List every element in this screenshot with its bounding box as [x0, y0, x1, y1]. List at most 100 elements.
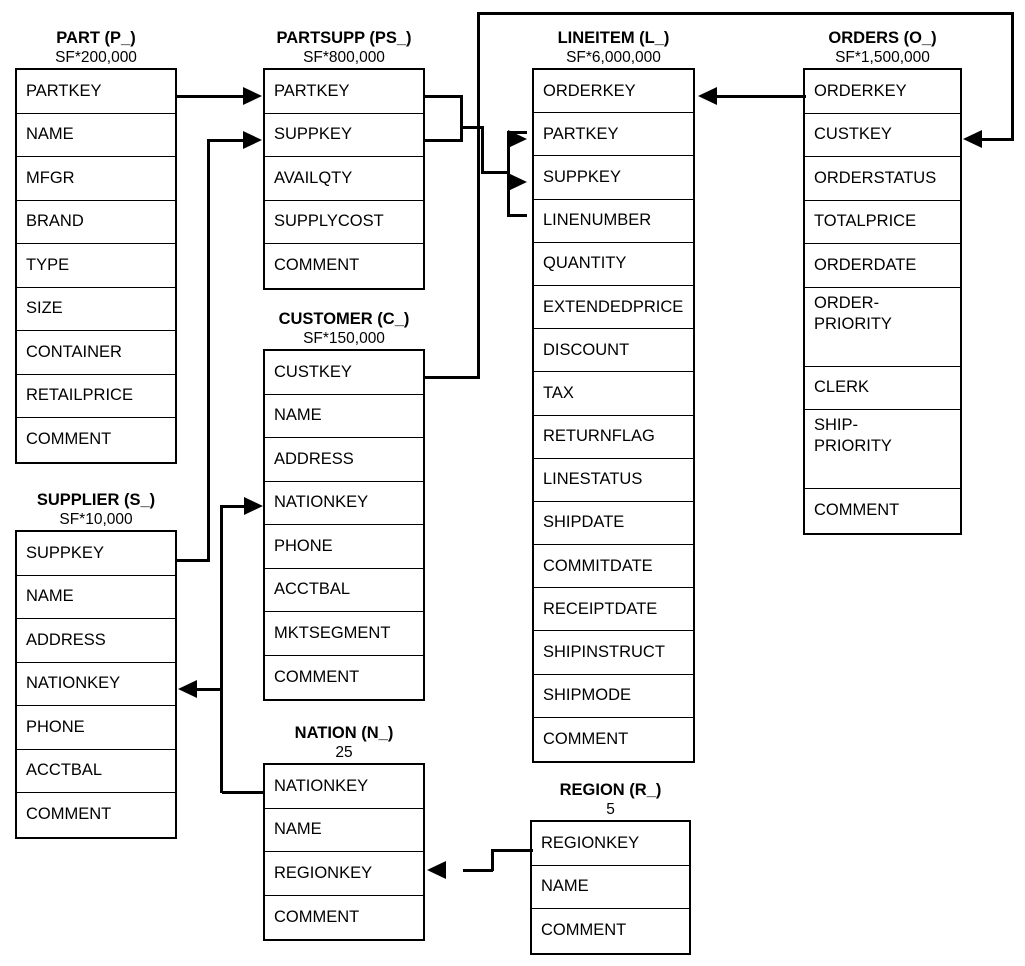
rel-nation-seg2: [220, 505, 223, 793]
rel-orders-lineitem-line: [716, 95, 806, 98]
field-customer-address: ADDRESS: [265, 438, 423, 482]
field-customer-mktsegment: MKTSEGMENT: [265, 612, 423, 656]
field-supplier-acctbal: ACCTBAL: [17, 749, 175, 793]
entity-orders-title: ORDERS (O_): [828, 29, 937, 47]
field-customer-comment: COMMENT: [265, 655, 423, 699]
field-supplier-nationkey: NATIONKEY: [17, 662, 175, 706]
rel-orders-lineitem-arrow: [698, 87, 717, 105]
field-supplier-name: NAME: [17, 575, 175, 619]
field-lineitem-commitdate: COMMITDATE: [534, 545, 693, 589]
field-supplier-suppkey: SUPPKEY: [17, 532, 175, 576]
field-part-size: SIZE: [17, 287, 175, 331]
rel-customer-orders-seg2: [477, 12, 480, 378]
rel-ps-li-suppkey-seg2: [460, 128, 463, 141]
rel-ps-li-partkey-seg4: [481, 126, 484, 174]
field-text-line1: SHIP-: [814, 416, 859, 434]
entity-nation-cardinality: 25: [335, 744, 353, 761]
rel-customer-orders-seg4: [1011, 12, 1014, 140]
field-orders-custkey: CUSTKEY: [805, 113, 960, 157]
field-part-retailprice: RETAILPRICE: [17, 374, 175, 418]
field-customer-name: NAME: [265, 394, 423, 438]
rel-nation-supplier-arrow: [178, 680, 197, 698]
rel-customer-orders-arrow: [963, 130, 982, 148]
field-partsupp-supplycost: SUPPLYCOST: [265, 200, 423, 244]
field-partsupp-suppkey: SUPPKEY: [265, 113, 423, 157]
rel-ps-li-suppkey-arrow: [508, 173, 527, 191]
field-part-comment: COMMENT: [17, 418, 175, 462]
field-lineitem-comment: COMMENT: [534, 717, 693, 761]
field-lineitem-shipmode: SHIPMODE: [534, 674, 693, 718]
entity-partsupp-title: PARTSUPP (PS_): [276, 29, 412, 47]
rel-ps-li-suppkey-seg3: [507, 214, 527, 217]
field-orders-orderkey: ORDERKEY: [805, 70, 960, 114]
entity-lineitem-title: LINEITEM (L_): [557, 29, 670, 47]
field-customer-nationkey: NATIONKEY: [265, 481, 423, 525]
rel-region-nation-seg1: [491, 849, 533, 852]
field-part-name: NAME: [17, 113, 175, 157]
entity-nation-title: NATION (N_): [294, 724, 394, 742]
rel-nation-supplier-seg: [196, 688, 222, 691]
rel-supplier-partsupp-seg1: [177, 559, 210, 562]
field-customer-acctbal: ACCTBAL: [265, 568, 423, 612]
field-lineitem-linestatus: LINESTATUS: [534, 458, 693, 502]
rel-ps-li-partkey-arrow: [508, 130, 527, 148]
field-orders-ship: SHIP- PRIORITY: [805, 410, 960, 489]
rel-supplier-partsupp-seg2: [207, 139, 210, 562]
field-orders-orderdate: ORDERDATE: [805, 244, 960, 288]
rel-part-partsupp-line: [177, 95, 243, 98]
entity-region-cardinality: 5: [606, 801, 615, 818]
field-lineitem-shipinstruct: SHIPINSTRUCT: [534, 631, 693, 675]
field-lineitem-shipdate: SHIPDATE: [534, 501, 693, 546]
rel-nation-customer-seg: [220, 505, 246, 508]
field-region-name: NAME: [532, 865, 689, 909]
field-text-line2: PRIORITY: [814, 437, 892, 455]
entity-partsupp-cardinality: SF*800,000: [303, 49, 385, 66]
rel-nation-customer-arrow: [244, 497, 263, 515]
field-orders-orderstatus: ORDERSTATUS: [805, 157, 960, 201]
rel-ps-li-partkey-seg1: [425, 95, 463, 98]
field-orders-order: ORDER-PRIORITY: [805, 287, 960, 367]
field-lineitem-orderkey: ORDERKEY: [534, 70, 693, 114]
field-partsupp-comment: COMMENT: [265, 244, 423, 288]
rel-supplier-partsupp-arrow: [243, 131, 262, 149]
field-part-container: CONTAINER: [17, 331, 175, 375]
rel-ps-li-suppkey-seg1: [425, 139, 463, 142]
rel-ps-li-partkey-seg3: [460, 126, 483, 129]
entity-customer-title: CUSTOMER (C_): [278, 310, 410, 328]
rel-ps-li-partkey-seg5: [481, 171, 510, 174]
rel-customer-orders-seg5: [981, 138, 1014, 141]
field-part-partkey: PARTKEY: [17, 70, 175, 114]
rel-ps-li-partkey-seg2: [460, 95, 463, 128]
entity-customer-cardinality: SF*150,000: [303, 330, 385, 347]
entity-supplier-cardinality: SF*10,000: [59, 511, 133, 528]
field-part-brand: BRAND: [17, 200, 175, 244]
field-lineitem-receiptdate: RECEIPTDATE: [534, 588, 693, 632]
field-lineitem-extendedprice: EXTENDEDPRICE: [534, 285, 693, 330]
field-nation-nationkey: NATIONKEY: [265, 765, 423, 809]
field-lineitem-quantity: QUANTITY: [534, 242, 693, 286]
rel-region-nation-arrow: [427, 861, 446, 879]
rel-supplier-partsupp-seg3: [207, 139, 243, 142]
entity-part-cardinality: SF*200,000: [55, 49, 137, 66]
field-text-line1: ORDER-: [814, 293, 880, 312]
field-supplier-phone: PHONE: [17, 706, 175, 750]
entity-supplier-title: SUPPLIER (S_): [36, 491, 156, 509]
field-lineitem-partkey: PARTKEY: [534, 113, 693, 157]
field-nation-regionkey: REGIONKEY: [265, 852, 423, 896]
rel-region-nation-seg2: [491, 849, 494, 871]
